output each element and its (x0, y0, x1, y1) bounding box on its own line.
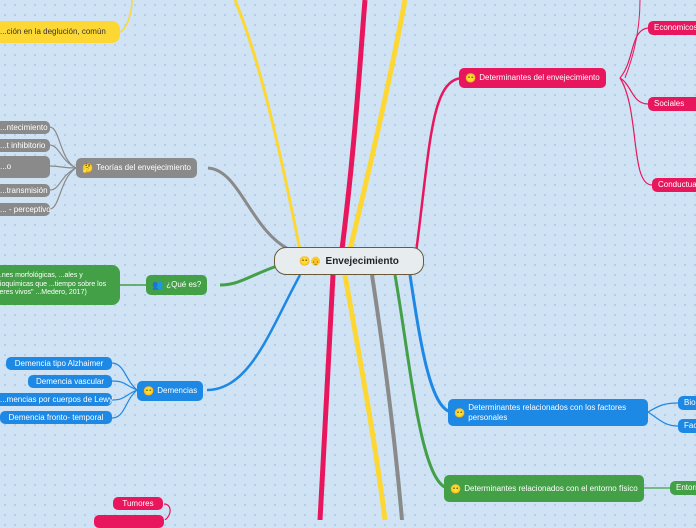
child-teoria-2[interactable]: ...t inhibitorio (0, 139, 50, 152)
child-economicos[interactable]: Economicos (648, 21, 696, 35)
branch-determinantes[interactable]: 😶 Determinantes del envejecimiento (459, 68, 606, 88)
branch-personales[interactable]: 😶 Determinantes relacionados con los fac… (448, 399, 648, 426)
face-icon: 😶 (465, 73, 477, 83)
child-teoria-5-label: ... - perceptivo (0, 204, 51, 214)
face-icon: 😶 (454, 407, 466, 418)
child-deglucion-label: ...ción en la deglución, común (0, 27, 106, 36)
child-teoria-4[interactable]: ...transmisión (0, 184, 50, 197)
child-demencia-lewy[interactable]: ...mencias por cuerpos de Lewy (0, 393, 113, 406)
branch-teorias[interactable]: 🤔 Teorías del envejecimiento (76, 158, 197, 178)
child-conductuales-label: Conductuales (658, 180, 696, 189)
child-biologicos[interactable]: Biológicos (678, 396, 696, 410)
branch-determinantes-label: Determinantes del envejecimiento (479, 73, 600, 82)
child-factores[interactable]: Factores (678, 419, 696, 433)
branch-demencias-label: Demencias (157, 386, 198, 395)
branch-demencias[interactable]: 😶 Demencias (137, 381, 204, 401)
branch-entorno-label: Determinantes relacionados con el entorn… (464, 483, 638, 493)
child-tumores[interactable]: Tumores (113, 497, 163, 510)
face-icon: 😶 (143, 386, 155, 396)
child-factores-label: Factores (684, 421, 696, 430)
child-economicos-label: Economicos (654, 23, 696, 32)
child-bottom-2[interactable] (94, 515, 164, 528)
faces-icon: 😶👴 (299, 255, 322, 266)
child-teoria-1-label: ...ntecimiento (0, 122, 48, 132)
child-teoria-3[interactable]: ...o (0, 156, 50, 178)
child-tumores-label: Tumores (122, 498, 154, 508)
child-demencia-alzhaimer[interactable]: Demencia tipo Alzhaimer (6, 357, 112, 370)
child-sociales-label: Sociales (654, 99, 685, 108)
child-sociales[interactable]: Sociales (648, 97, 696, 111)
child-demencia-fronto-label: Demencia fronto- temporal (8, 412, 104, 422)
face-icon: 😶 (450, 483, 462, 494)
child-definicion-text: ...nes morfológicas, ...ales y bioquímic… (0, 272, 107, 297)
child-demencia-vascular-label: Demencia vascular (35, 376, 105, 386)
child-entorno-label: Entorno (676, 483, 696, 492)
child-definicion[interactable]: ...nes morfológicas, ...ales y bioquímic… (0, 265, 120, 305)
branch-que-es[interactable]: 👥 ¿Qué es? (146, 275, 208, 295)
thinking-face-icon: 🤔 (82, 163, 94, 173)
branch-personales-label: Determinantes relacionados con los facto… (468, 402, 627, 422)
child-entorno[interactable]: Entorno (670, 481, 696, 495)
child-teoria-5[interactable]: ... - perceptivo (0, 203, 51, 216)
child-conductuales[interactable]: Conductuales (652, 178, 696, 192)
child-demencia-vascular[interactable]: Demencia vascular (28, 375, 112, 388)
branch-que-es-label: ¿Qué es? (166, 280, 202, 289)
central-topic-label: Envejecimiento (325, 255, 399, 267)
child-biologicos-label: Biológicos (684, 398, 696, 407)
child-demencia-fronto[interactable]: Demencia fronto- temporal (0, 411, 112, 424)
child-teoria-2-label: ...t inhibitorio (0, 140, 46, 150)
central-topic[interactable]: 😶👴 Envejecimiento (274, 247, 424, 275)
people-icon: 👥 (152, 280, 164, 290)
branch-teorias-label: Teorías del envejecimiento (96, 163, 191, 172)
child-demencia-alzhaimer-label: Demencia tipo Alzhaimer (14, 358, 104, 368)
child-deglucion[interactable]: ...ción en la deglución, común (0, 21, 120, 43)
branch-entorno[interactable]: 😶 Determinantes relacionados con el ento… (444, 475, 644, 502)
child-teoria-1[interactable]: ...ntecimiento (0, 121, 50, 134)
child-teoria-4-label: ...transmisión (0, 185, 48, 195)
child-teoria-3-label: ...o (0, 162, 12, 171)
child-demencia-lewy-label: ...mencias por cuerpos de Lewy (0, 394, 113, 404)
